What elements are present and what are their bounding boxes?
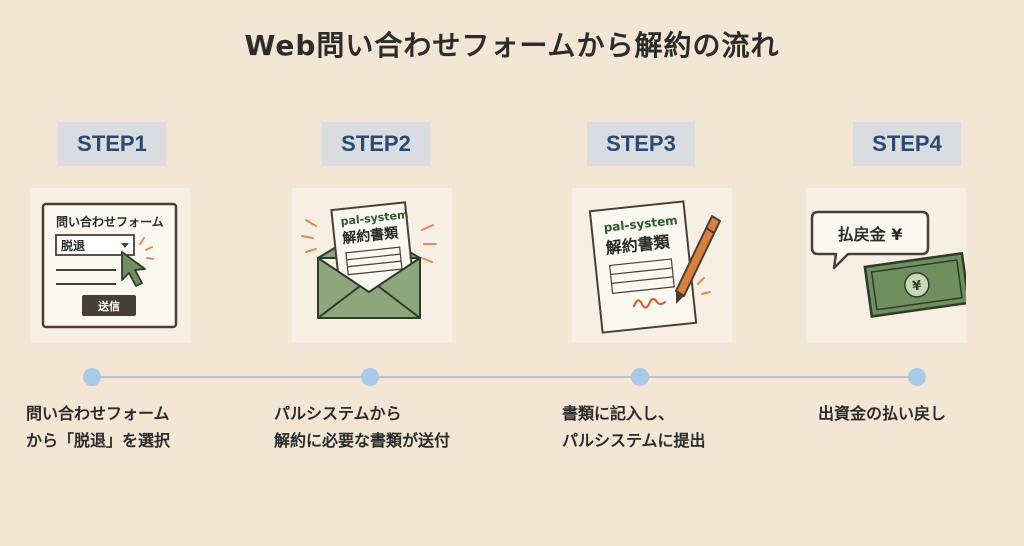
caption-line: 解約に必要な書類が送付: [274, 431, 451, 450]
spark-right-icon: [421, 224, 437, 263]
form-title: 問い合わせフォーム: [56, 214, 164, 229]
caption-line: パルシステムに提出: [562, 431, 706, 450]
refund-illustration: 払戻金 ¥ ¥: [806, 188, 966, 343]
step-2-badge: STEP2: [322, 122, 430, 166]
send-button-label: 送信: [97, 299, 120, 313]
timeline-dot-4: [908, 368, 926, 386]
timeline-line: [92, 376, 918, 378]
cursor-arrow-icon: [121, 251, 146, 287]
document-pen-illustration: pal-system 解約書類: [572, 188, 732, 343]
click-spark-icon: [139, 237, 154, 260]
step-2-caption: パルシステムから 解約に必要な書類が送付: [274, 400, 450, 454]
pen-icon: [675, 215, 721, 304]
step-3-badge: STEP3: [587, 122, 695, 166]
caption-line: から「脱退」を選択: [26, 431, 171, 450]
doc-title: 解約書類: [342, 224, 400, 247]
step-3-caption: 書類に記入し、 パルシステムに提出: [562, 400, 706, 454]
caption-line: 問い合わせフォーム: [26, 404, 170, 423]
page-title: Web問い合わせフォームから解約の流れ: [244, 29, 780, 62]
caption-line: 出資金の払い戻し: [818, 404, 947, 423]
banknote-icon: ¥: [863, 251, 966, 318]
chevron-down-icon: [121, 243, 129, 248]
timeline-dot-3: [631, 368, 649, 386]
bubble-text: 払戻金 ¥: [838, 225, 903, 244]
timeline-dot-1: [83, 368, 101, 386]
spark-left-icon: [301, 219, 317, 253]
step-1-badge: STEP1: [58, 122, 166, 166]
web-form-illustration: 問い合わせフォーム 脱退 送信: [30, 188, 190, 343]
caption-line: パルシステムから: [274, 404, 402, 423]
envelope-document-illustration: pal-system 解約書類: [292, 188, 452, 343]
speech-bubble: [810, 210, 930, 270]
send-button-shape: [82, 295, 136, 316]
select-box: [55, 234, 135, 256]
timeline-dot-2: [361, 368, 379, 386]
select-value: 脱退: [61, 238, 85, 253]
signature-scribble: [632, 297, 667, 309]
caption-line: 書類に記入し、: [562, 404, 675, 423]
spark-icon: [697, 277, 711, 295]
step-4-caption: 出資金の払い戻し: [818, 400, 946, 427]
step-4-badge: STEP4: [853, 122, 961, 166]
bill-symbol: ¥: [912, 278, 923, 294]
step-1-caption: 問い合わせフォーム から「脱退」を選択: [26, 400, 170, 454]
